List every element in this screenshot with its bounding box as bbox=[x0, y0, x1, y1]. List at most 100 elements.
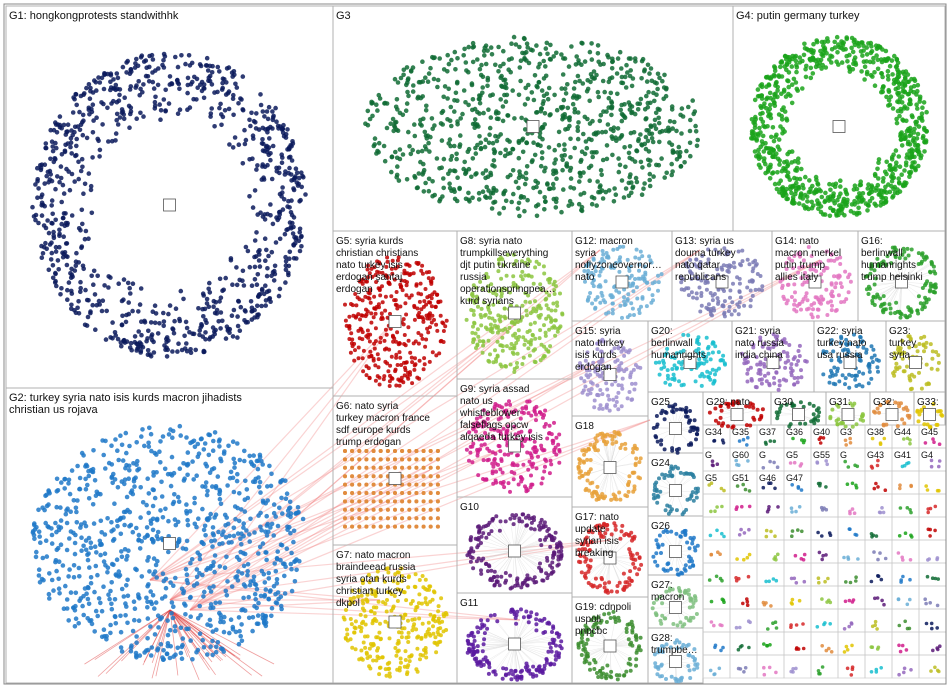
node-g1[interactable] bbox=[293, 174, 298, 179]
node-g6[interactable] bbox=[393, 507, 397, 512]
node-g5[interactable] bbox=[420, 271, 425, 276]
node-g2[interactable] bbox=[108, 622, 113, 628]
node-g2[interactable] bbox=[135, 468, 140, 473]
node-g1[interactable] bbox=[155, 331, 161, 336]
node-g1[interactable] bbox=[55, 174, 60, 179]
node-g1[interactable] bbox=[243, 244, 249, 250]
node-g3[interactable] bbox=[660, 78, 665, 84]
node-g4[interactable] bbox=[841, 47, 846, 52]
node-g4[interactable] bbox=[778, 64, 783, 70]
node-g2[interactable] bbox=[271, 533, 277, 538]
node-g2[interactable] bbox=[95, 613, 100, 619]
node-g2[interactable] bbox=[171, 604, 176, 609]
node-g1[interactable] bbox=[211, 304, 216, 310]
node-g1[interactable] bbox=[61, 191, 67, 196]
node-g3[interactable] bbox=[562, 56, 568, 61]
node-g2[interactable] bbox=[286, 506, 292, 511]
hub-avatar-g5[interactable] bbox=[388, 315, 402, 328]
node-g1[interactable] bbox=[135, 63, 141, 69]
node-g2[interactable] bbox=[154, 533, 160, 539]
node-g3[interactable] bbox=[628, 130, 634, 136]
node-g5[interactable] bbox=[403, 365, 407, 370]
node-g7[interactable] bbox=[359, 629, 364, 634]
node-g2[interactable] bbox=[87, 565, 92, 570]
node-g6[interactable] bbox=[357, 482, 362, 487]
node-g4[interactable] bbox=[864, 59, 869, 64]
node-g1[interactable] bbox=[157, 321, 162, 326]
node-g2[interactable] bbox=[47, 596, 52, 601]
node-g2[interactable] bbox=[125, 577, 130, 583]
node-g2[interactable] bbox=[262, 580, 268, 585]
node-g6[interactable] bbox=[385, 465, 390, 470]
node-g6[interactable] bbox=[435, 449, 440, 453]
node-g3[interactable] bbox=[513, 179, 519, 185]
node-g6[interactable] bbox=[385, 457, 390, 462]
node-g3[interactable] bbox=[395, 107, 400, 112]
node-g2[interactable] bbox=[297, 558, 302, 564]
node-g3[interactable] bbox=[503, 81, 509, 87]
node-g1[interactable] bbox=[231, 112, 236, 118]
node-g5[interactable] bbox=[440, 320, 445, 325]
node-g1[interactable] bbox=[264, 247, 269, 253]
node-g2[interactable] bbox=[140, 427, 145, 432]
node-g2[interactable] bbox=[254, 605, 259, 611]
node-g1[interactable] bbox=[117, 92, 122, 98]
node-g1[interactable] bbox=[252, 277, 258, 282]
node-g4[interactable] bbox=[896, 69, 901, 75]
node-g3[interactable] bbox=[693, 129, 699, 134]
node-g3[interactable] bbox=[485, 83, 490, 89]
node-g2[interactable] bbox=[101, 584, 106, 589]
node-g1[interactable] bbox=[236, 299, 241, 304]
node-g2[interactable] bbox=[124, 494, 130, 500]
node-g1[interactable] bbox=[277, 191, 283, 197]
node-g1[interactable] bbox=[175, 111, 181, 116]
node-g3[interactable] bbox=[473, 172, 478, 177]
node-g3[interactable] bbox=[604, 156, 610, 162]
node-g2[interactable] bbox=[294, 567, 299, 573]
node-g2[interactable] bbox=[291, 528, 297, 534]
node-g4[interactable] bbox=[789, 100, 795, 106]
node-g2[interactable] bbox=[200, 506, 205, 512]
node-g3[interactable] bbox=[482, 144, 488, 150]
node-g3[interactable] bbox=[426, 188, 432, 194]
node-g3[interactable] bbox=[584, 145, 590, 151]
node-g1[interactable] bbox=[223, 336, 229, 341]
node-g2[interactable] bbox=[34, 549, 39, 555]
node-g5[interactable] bbox=[425, 295, 430, 300]
node-g2[interactable] bbox=[93, 493, 99, 499]
node-g2[interactable] bbox=[192, 495, 197, 501]
node-g2[interactable] bbox=[188, 440, 193, 446]
node-g4[interactable] bbox=[790, 199, 796, 205]
node-g5[interactable] bbox=[415, 306, 420, 311]
node-g2[interactable] bbox=[118, 613, 123, 619]
node-g4[interactable] bbox=[910, 160, 915, 165]
node-g4[interactable] bbox=[828, 194, 833, 199]
node-g4[interactable] bbox=[779, 91, 784, 97]
node-g2[interactable] bbox=[216, 529, 221, 535]
node-g2[interactable] bbox=[152, 632, 158, 637]
node-g3[interactable] bbox=[598, 168, 604, 173]
node-g4[interactable] bbox=[835, 50, 840, 55]
node-g5[interactable] bbox=[366, 366, 371, 371]
node-g7[interactable] bbox=[394, 653, 399, 658]
node-g1[interactable] bbox=[90, 302, 95, 308]
node-g4[interactable] bbox=[838, 184, 843, 189]
node-g4[interactable] bbox=[906, 79, 911, 85]
node-g2[interactable] bbox=[127, 524, 132, 529]
node-g2[interactable] bbox=[239, 622, 244, 627]
node-g3[interactable] bbox=[687, 140, 693, 146]
node-g1[interactable] bbox=[83, 287, 88, 293]
node-g1[interactable] bbox=[206, 304, 212, 310]
node-g2[interactable] bbox=[96, 596, 102, 601]
node-g6[interactable] bbox=[343, 507, 347, 512]
node-g4[interactable] bbox=[760, 142, 765, 147]
node-g2[interactable] bbox=[109, 443, 114, 449]
node-g2[interactable] bbox=[201, 527, 207, 533]
node-g2[interactable] bbox=[213, 649, 219, 655]
node-g3[interactable] bbox=[623, 164, 628, 170]
node-g3[interactable] bbox=[418, 121, 423, 127]
node-g1[interactable] bbox=[38, 165, 44, 171]
node-g4[interactable] bbox=[903, 160, 909, 165]
node-g4[interactable] bbox=[843, 187, 848, 193]
node-g1[interactable] bbox=[88, 309, 93, 314]
